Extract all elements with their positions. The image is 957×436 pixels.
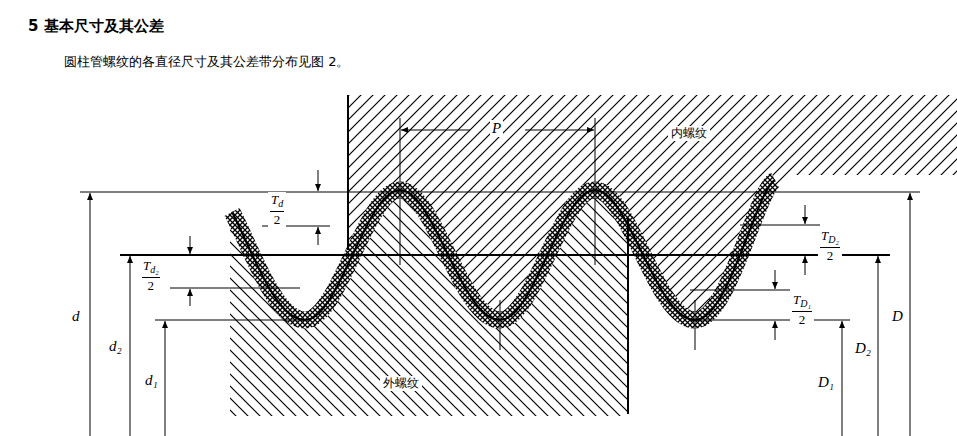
minor-diameter-line [155,320,300,321]
dimension-label: D₂ [853,340,873,357]
section-heading: 5 基本尺寸及其公差 [28,18,164,35]
tolerance-fraction: TD₁2 [790,292,814,327]
extension-line [400,118,401,265]
tolerance-limit [690,290,790,291]
dimension-label: D₁ [816,374,836,391]
tolerance-symbol: T [793,292,800,307]
tolerance-subscript: d [278,198,283,209]
tolerance-fraction: TD₂2 [818,228,842,263]
tolerance-band [232,180,775,320]
tolerance-arrow [318,227,319,245]
external-edge [627,218,629,414]
tolerance-arrow [190,236,191,254]
dimension-line [130,256,131,436]
tolerance-arrow [805,256,806,275]
pitch-dimension [401,130,470,131]
body-text: 圆柱管螺纹的各直径尺寸及其公差带分布见图 2。 [64,55,349,69]
center-line [695,300,696,350]
center-line [500,300,501,350]
tolerance-arrow [190,289,191,306]
minor-diameter-line [690,320,850,321]
major-diameter-line [80,191,920,192]
tolerance-arrow [775,270,776,289]
pitch-label: P [490,120,503,137]
dimension-label: d₂ [107,338,124,355]
tolerance-subscript: D₂ [828,234,839,245]
fraction-numerator: Td [270,193,284,211]
tolerance-subscript: D₁ [800,298,811,309]
dimension-label: d₁ [143,372,160,389]
denominator-number: 2 [799,312,806,327]
part-label: 外螺纹 [380,376,422,391]
fraction-denominator: 2 [142,277,160,293]
external-hatch [230,175,628,416]
fraction-denominator: 2 [820,247,840,263]
dimension-label: d [70,308,82,325]
extension-line [595,118,596,265]
tolerance-fraction: Td2 [268,192,286,227]
denominator-number: 2 [827,248,834,263]
denominator-number: 2 [274,212,281,227]
fraction-numerator: Td₂ [142,259,160,277]
dimension-line [842,321,843,436]
tolerance-arrow [318,170,319,191]
tolerance-limit [740,225,820,226]
tolerance-symbol: T [271,192,278,207]
tolerance-arrow [775,321,776,340]
fraction-denominator: 2 [792,311,812,327]
tolerance-symbol: T [821,228,828,243]
dimension-label: D [890,308,905,325]
part-label: 内螺纹 [668,126,710,141]
internal-edge [347,95,349,250]
fraction-numerator: TD₁ [792,293,812,311]
fraction-numerator: TD₂ [820,229,840,247]
tolerance-symbol: T [143,258,150,273]
tolerance-fraction: Td₂2 [140,258,162,293]
external-thread [230,175,628,416]
fraction-denominator: 2 [270,211,284,227]
pitch-dimension [525,130,594,131]
pitch-line [120,254,890,256]
tolerance-limit [170,288,300,289]
dimension-line [910,193,911,436]
thread-profile [232,180,775,320]
tolerance-arrow [805,205,806,224]
dimension-line [165,321,166,436]
tolerance-subscript: d₂ [150,264,158,275]
dimension-line [878,256,879,436]
dimension-line [90,193,91,436]
denominator-number: 2 [148,278,155,293]
